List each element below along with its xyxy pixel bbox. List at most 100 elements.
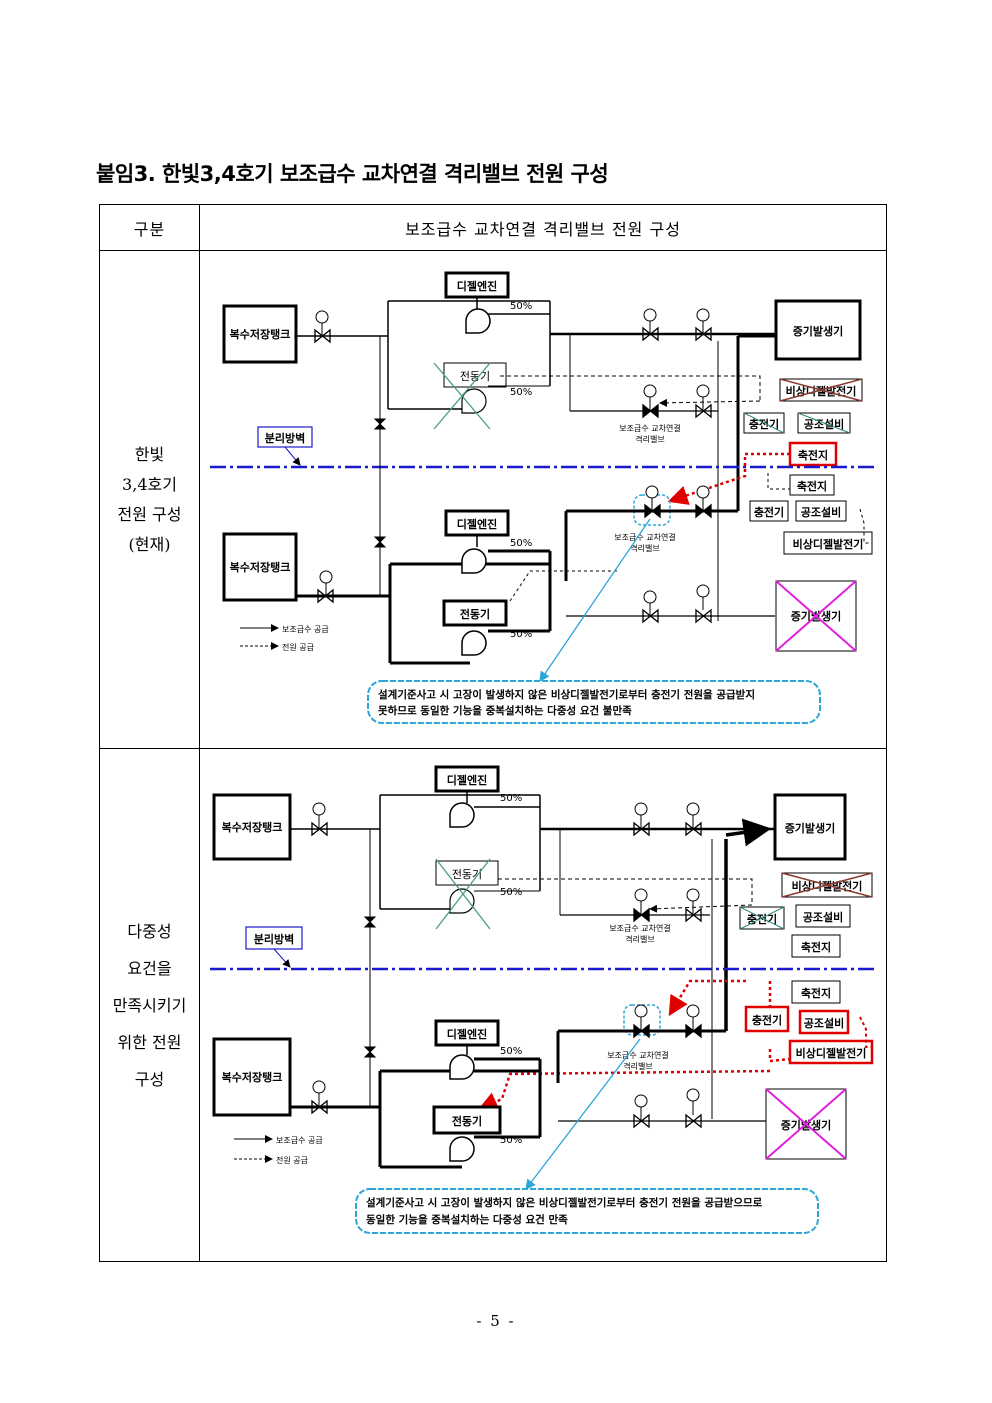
flow-pct: 50% [510, 387, 532, 398]
condensate-tank-bottom-label: 복수저장탱크 [230, 560, 291, 574]
row2-label-line: 요건을 [127, 958, 172, 978]
charger-red-label: 충전기 [752, 1013, 782, 1027]
valve-icon [633, 1094, 650, 1129]
emergency-dg-bottom-label: 비상디젤발전기 [793, 537, 864, 551]
charger-bottom-label: 충전기 [754, 505, 784, 519]
valve-icon [642, 590, 659, 624]
valve-label: 격리밸브 [625, 934, 654, 944]
legend-feed-label: 보조급수 공급 [276, 1136, 323, 1145]
diagram-redundant: 복수저장탱크 디젤엔진 50% 전동기 [210, 765, 876, 1234]
valve-icon [642, 384, 659, 419]
legend-power-label: 전원 공급 [276, 1155, 308, 1165]
power-config-table: 구분 보조급수 교차연결 격리밸브 전원 구성 한빛 3,4호기 전원 구성 (… [99, 204, 887, 1262]
charger-red [744, 1005, 790, 1033]
valve-icon [633, 888, 650, 923]
motor-top-label: 전동기 [460, 370, 490, 383]
valve-icon [695, 485, 712, 519]
diesel-engine-bottom-label: 디젤엔진 [447, 1027, 487, 1041]
flow-pct: 50% [500, 1135, 522, 1146]
pump-icon [449, 1054, 475, 1080]
condensate-tank-top [222, 304, 298, 364]
flow-pct: 50% [500, 1046, 522, 1057]
valve-label: 격리밸브 [635, 434, 664, 444]
emergency-dg-red [788, 1039, 874, 1065]
pump-icon [449, 802, 475, 828]
valve-icon [363, 916, 377, 928]
callout-text: 설계기준사고 시 고장이 발생하지 않은 비상디젤발전기로부터 충전기 전원을 … [378, 688, 755, 701]
valve-icon [633, 1004, 650, 1039]
page-title: 붙임3. 한빛3,4호기 보조급수 교차연결 격리밸브 전원 구성 [96, 162, 609, 186]
callout-text: 못하므로 동일한 기능을 중복설치하는 다중성 요건 불만족 [378, 704, 632, 717]
battery-mid-label: 축전지 [797, 479, 827, 493]
pump-icon [449, 888, 475, 914]
row-label-current: 한빛 3,4호기 전원 구성 (현재) [99, 250, 200, 749]
steam-generator-top-label: 증기발생기 [793, 324, 844, 338]
hvac-top-label: 공조설비 [804, 417, 844, 431]
row2-label-line: 구성 [134, 1069, 165, 1089]
condensate-tank-top-label: 복수저장탱크 [222, 820, 283, 834]
callout-cloud [355, 1188, 819, 1234]
diesel-engine-bottom-label: 디젤엔진 [457, 517, 497, 531]
row1-label-line: (현재) [128, 534, 171, 554]
battery-red-label: 축전지 [798, 448, 828, 462]
valve-icon [373, 536, 387, 548]
pump-icon [461, 630, 487, 656]
battery-top-label: 축전지 [801, 940, 831, 954]
battery-mid [791, 980, 841, 1004]
valve-label: 보조급수 교차연결 [607, 1050, 668, 1060]
valve-icon [685, 1004, 702, 1039]
condensate-tank-top-label: 복수저장탱크 [230, 327, 291, 341]
callout-cloud [367, 680, 821, 724]
separation-wall-label: 분리방벽 [265, 431, 305, 445]
motor-top-label: 전동기 [452, 868, 482, 881]
row-label-redundancy: 다중성 요건을 만족시키기 위한 전원 구성 [99, 748, 200, 1262]
motor-bottom-label: 전동기 [460, 607, 490, 621]
flow-pct: 50% [510, 629, 532, 640]
valve-icon [685, 802, 702, 837]
motor-bottom [432, 1105, 502, 1135]
hvac-bottom [795, 500, 847, 522]
pump-icon [461, 548, 487, 574]
condensate-tank-bottom-label: 복수저장탱크 [222, 1070, 283, 1084]
valve-icon [633, 802, 650, 837]
callout-text: 동일한 기능을 중복설치하는 다중성 요건 만족 [366, 1213, 568, 1226]
pump-icon [465, 308, 491, 334]
row2-label-line: 위한 전원 [117, 1032, 182, 1052]
hvac-top [795, 904, 851, 928]
valve-icon [642, 308, 659, 342]
condensate-tank-bottom [212, 1037, 292, 1117]
charger-top-label: 충전기 [749, 417, 779, 431]
condensate-tank-top [212, 793, 292, 861]
diagram-current-cell: 복수저장탱크 디젤엔진 50% [199, 250, 887, 749]
flow-pct: 50% [510, 301, 532, 312]
valve-label: 격리밸브 [630, 543, 659, 553]
row1-label-line: 전원 구성 [117, 504, 182, 524]
diesel-engine-top-label: 디젤엔진 [457, 279, 497, 293]
steam-generator-top [773, 793, 847, 861]
hvac-top-label: 공조설비 [803, 910, 843, 924]
valve-icon [695, 384, 712, 419]
valve-icon [317, 570, 334, 604]
diesel-engine-bottom [434, 1019, 500, 1047]
valve-label: 보조급수 교차연결 [609, 923, 670, 933]
valve-label: 보조급수 교차연결 [619, 423, 680, 433]
diesel-engine-top-label: 디젤엔진 [447, 773, 487, 787]
motor-bottom [442, 599, 508, 627]
header-category: 구분 [99, 204, 200, 251]
row1-label-line: 3,4호기 [122, 474, 177, 494]
valve-icon [314, 310, 331, 344]
header-description: 보조급수 교차연결 격리밸브 전원 구성 [199, 204, 887, 251]
flow-pct: 50% [510, 538, 532, 549]
charger-top-label: 충전기 [747, 912, 777, 926]
flow-pct: 50% [500, 887, 522, 898]
battery-mid-label: 축전지 [801, 986, 831, 1000]
legend-power-label: 전원 공급 [282, 642, 314, 652]
row2-label-line: 만족시키기 [112, 995, 187, 1015]
hvac-red-label: 공조설비 [804, 1016, 844, 1030]
steam-generator-top-label: 증기발생기 [785, 821, 836, 835]
row2-label-line: 다중성 [127, 921, 172, 941]
steam-generator-top [774, 299, 862, 361]
valve-icon [311, 1080, 328, 1115]
diagram-redundant-cell: 복수저장탱크 디젤엔진 50% 전동기 [199, 748, 887, 1262]
hvac-bottom-label: 공조설비 [801, 505, 841, 519]
